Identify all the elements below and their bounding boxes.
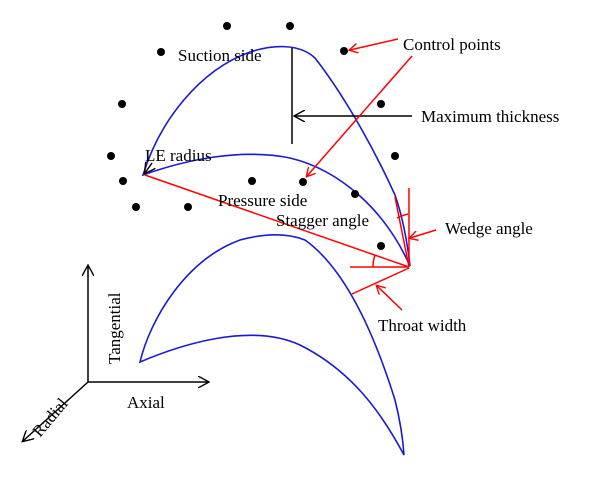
wedge-angle-arrow bbox=[410, 229, 437, 238]
control-point bbox=[223, 22, 231, 30]
lower-blade-profile bbox=[138, 233, 405, 456]
suction-side-label: Suction side bbox=[178, 46, 262, 65]
stagger-angle-arc bbox=[372, 254, 376, 268]
axial-axis-label: Axial bbox=[127, 393, 165, 412]
throat-width-arrow bbox=[377, 286, 403, 311]
stagger-angle-label: Stagger angle bbox=[276, 211, 369, 230]
control-points-arrow-upper bbox=[350, 38, 399, 50]
control-point bbox=[107, 152, 115, 160]
radial-axis bbox=[23, 381, 89, 441]
pressure-side-label: Pressure side bbox=[218, 191, 307, 210]
control-point bbox=[391, 152, 399, 160]
control-point bbox=[340, 47, 348, 55]
control-point bbox=[377, 242, 385, 250]
control-point bbox=[157, 48, 165, 56]
wedge-tangent-1 bbox=[394, 196, 410, 268]
control-point bbox=[184, 203, 192, 211]
throat-width-label: Throat width bbox=[378, 316, 467, 335]
wedge-angle-label: Wedge angle bbox=[445, 219, 533, 238]
control-point bbox=[119, 177, 127, 185]
control-point bbox=[132, 203, 140, 211]
maximum-thickness-label: Maximum thickness bbox=[421, 107, 559, 126]
wedge-angle-arc bbox=[396, 213, 409, 219]
control-point bbox=[118, 100, 126, 108]
tangential-axis-label: Tangential bbox=[105, 292, 124, 364]
control-point bbox=[248, 177, 256, 185]
le-radius-label: LE radius bbox=[145, 146, 212, 165]
control-point bbox=[286, 22, 294, 30]
chord-line bbox=[144, 174, 410, 268]
control-point bbox=[351, 190, 359, 198]
control-points bbox=[107, 22, 399, 250]
upper-blade-profile bbox=[141, 45, 411, 267]
le-radius-arrow bbox=[145, 163, 152, 173]
throat-width-line bbox=[351, 267, 410, 295]
radial-axis-label: Radial bbox=[29, 394, 72, 440]
control-point bbox=[377, 100, 385, 108]
control-points-arrow-lower bbox=[307, 55, 413, 176]
control-point bbox=[299, 178, 307, 186]
control-points-label: Control points bbox=[403, 35, 501, 54]
